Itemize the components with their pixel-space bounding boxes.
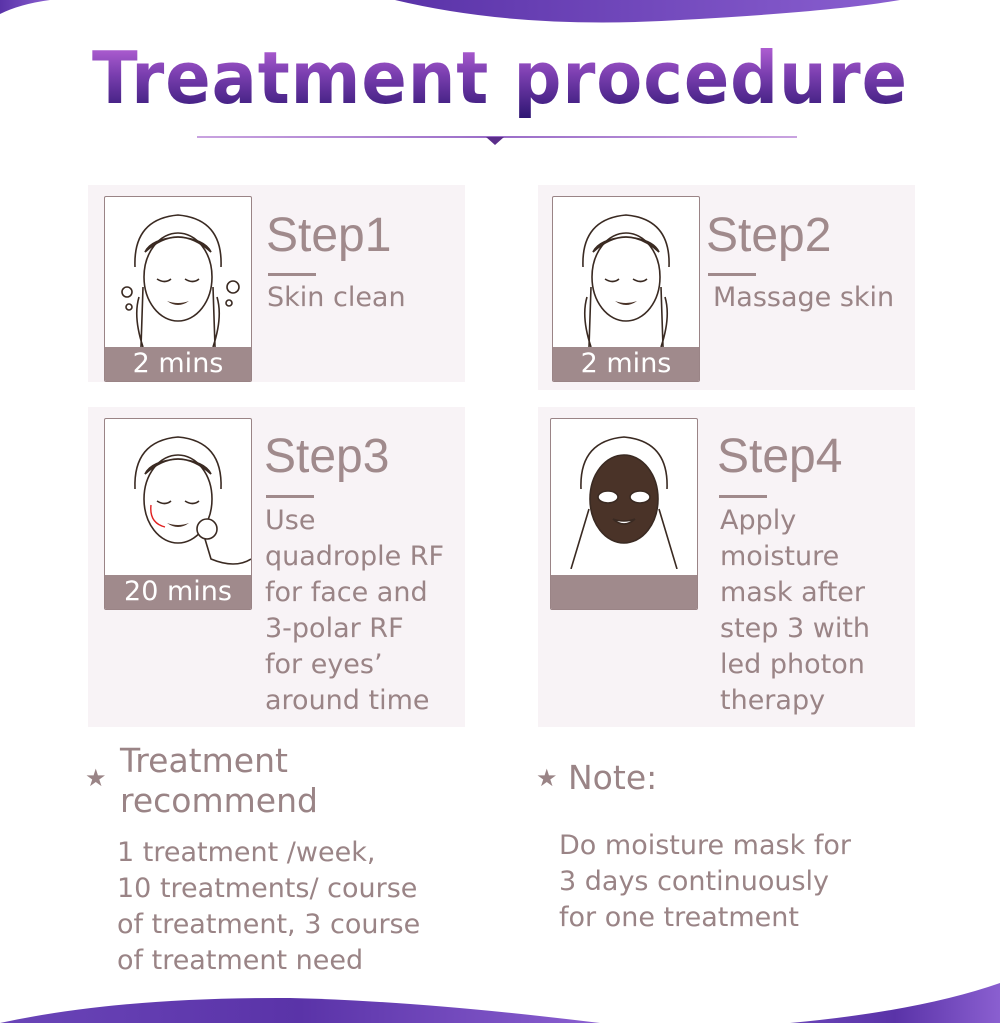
duration-badge: 2 mins (105, 347, 251, 381)
step-description: Use quadrople RF for face and 3-polar RF… (265, 505, 445, 716)
note-body: Do moisture mask for 3 days continuously… (559, 830, 851, 933)
bottom-wave-decoration (0, 983, 1000, 1023)
face-massage-icon (582, 214, 670, 347)
step-card-2: 2 mins Step2 Massage skin (538, 185, 915, 390)
step-card-3: 20 mins Step3 Use quadrople RF for face … (88, 407, 465, 727)
step-3-illustration: 20 mins (104, 418, 252, 610)
face-mask-icon (570, 436, 678, 569)
step-divider (708, 273, 756, 276)
note-heading: Note: (568, 758, 658, 797)
star-icon: ★ (536, 764, 558, 792)
step-title: Step2 (706, 209, 832, 262)
recommend-body: 1 treatment /week, 10 treatments/ course… (117, 837, 421, 976)
step-description: Skin clean (267, 282, 406, 313)
step-card-4: Step4 Apply moisture mask after step 3 w… (538, 407, 915, 727)
page-title: Treatment procedure (35, 36, 965, 120)
duration-badge: 2 mins (553, 347, 699, 381)
top-wave-decoration (0, 0, 900, 23)
step-description: Massage skin (713, 282, 895, 313)
step-divider (266, 495, 314, 498)
rf-device-icon (134, 436, 251, 565)
step-divider (268, 273, 316, 276)
step-2-illustration: 2 mins (552, 196, 700, 382)
duration-badge (551, 575, 697, 609)
recommend-heading: Treatment recommend (120, 741, 318, 820)
step-title: Step1 (266, 209, 392, 262)
step-title: Step3 (264, 430, 390, 483)
step-divider (719, 495, 767, 498)
duration-badge: 20 mins (105, 575, 251, 609)
step-1-illustration: 2 mins (104, 196, 252, 382)
face-washing-icon (121, 214, 240, 347)
step-4-illustration (550, 418, 698, 610)
step-title: Step4 (717, 430, 843, 483)
step-card-1: 2 mins Step1 Skin clean (88, 185, 465, 382)
star-icon: ★ (85, 764, 107, 792)
step-description: Apply moisture mask after step 3 with le… (720, 505, 871, 716)
title-divider-notch (486, 137, 504, 145)
